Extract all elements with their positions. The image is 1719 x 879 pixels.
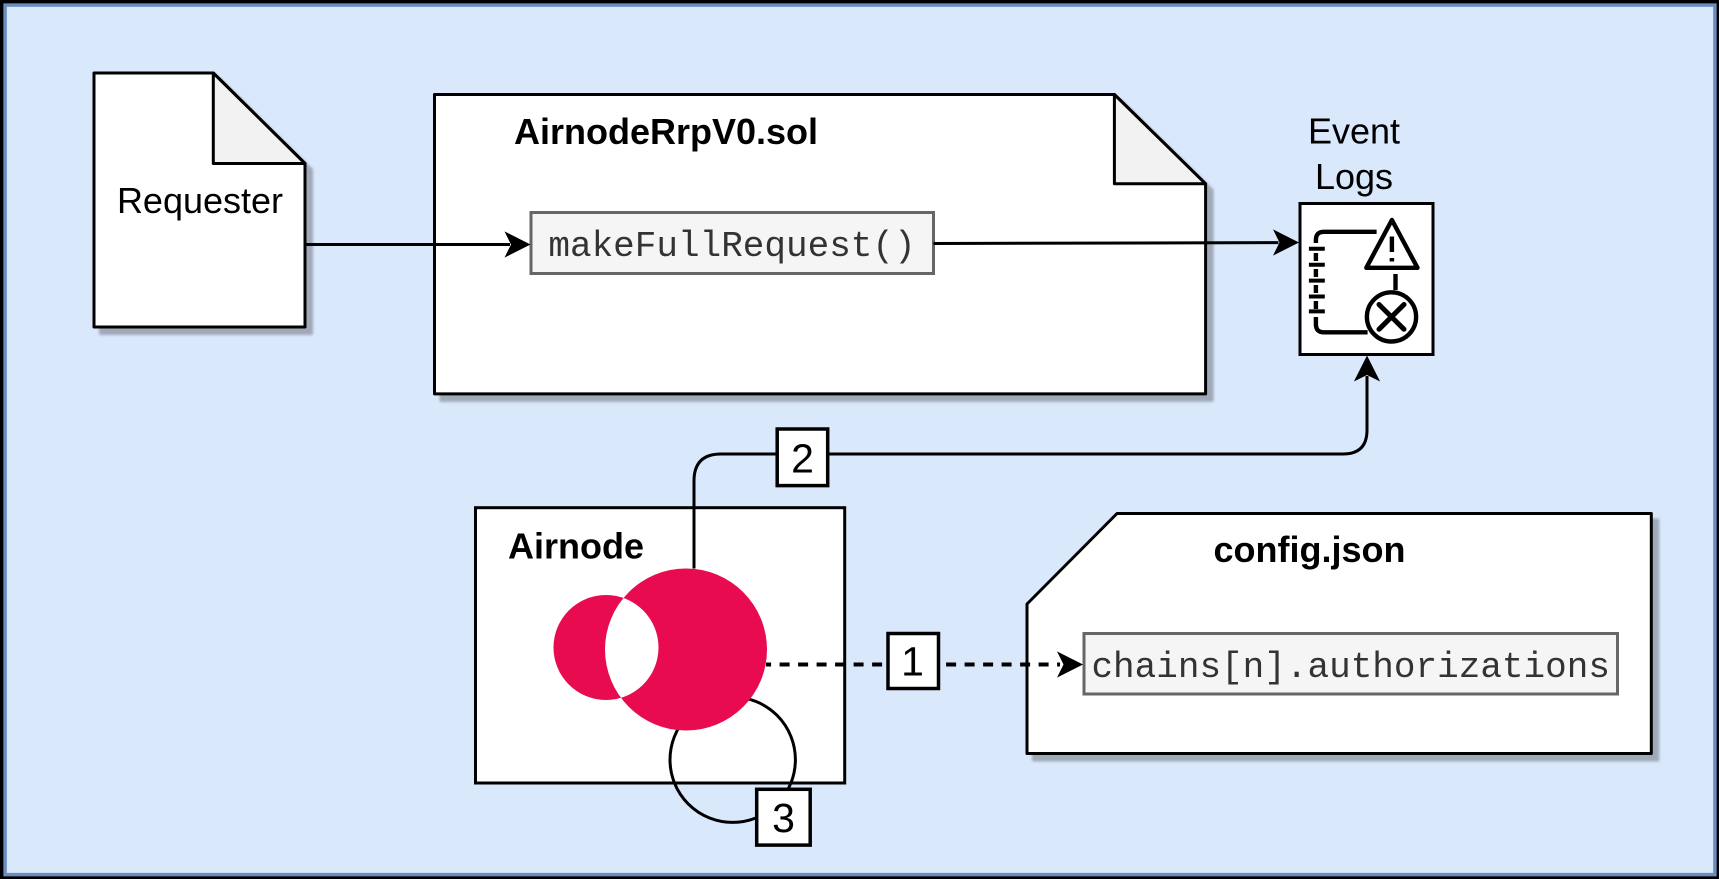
svg-text:3: 3 bbox=[772, 795, 795, 841]
svg-text:config.json: config.json bbox=[1214, 529, 1406, 570]
svg-text:2: 2 bbox=[791, 435, 814, 481]
svg-text:chains[n].authorizations: chains[n].authorizations bbox=[1091, 647, 1609, 688]
svg-text:Logs: Logs bbox=[1315, 156, 1393, 197]
svg-text:Event: Event bbox=[1308, 111, 1400, 152]
svg-text:Requester: Requester bbox=[117, 180, 283, 221]
svg-text:1: 1 bbox=[901, 639, 924, 685]
svg-text:makeFullRequest(): makeFullRequest() bbox=[548, 226, 915, 267]
svg-text:Airnode: Airnode bbox=[508, 526, 644, 567]
svg-text:AirnodeRrpV0.sol: AirnodeRrpV0.sol bbox=[514, 111, 818, 152]
